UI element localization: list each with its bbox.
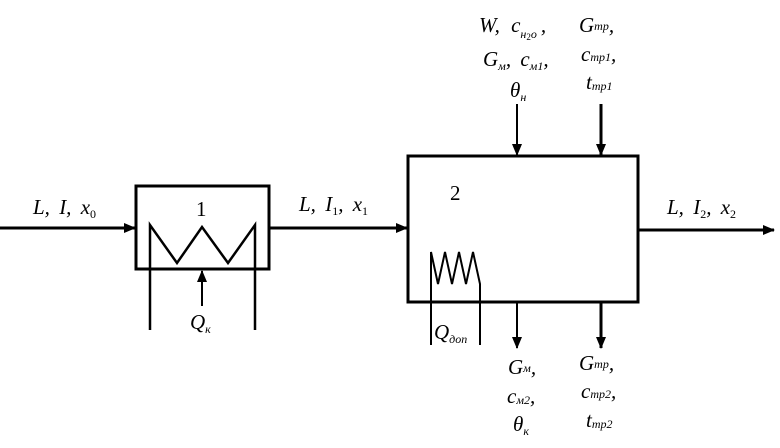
transport-out-line1: Gтр, — [579, 351, 614, 375]
transport-in-t-sub: тр1 — [592, 79, 613, 93]
transport-out-t-sub: тр2 — [592, 417, 613, 431]
transport-out-G: G — [579, 351, 594, 375]
material-in-G-comma: , — [506, 47, 511, 71]
inlet-x: x — [80, 195, 91, 219]
outlet-x: x — [720, 195, 731, 219]
transport-in-c-comma: , — [611, 42, 616, 66]
transport-out-t: t — [586, 408, 593, 432]
transport-in-c-sub: тр1 — [590, 50, 611, 64]
material-in-c-sub: н — [520, 27, 526, 41]
transport-in-t: t — [586, 70, 593, 94]
heater-heat-label: Qк — [190, 310, 211, 336]
transport-out-c-comma: , — [611, 379, 616, 403]
material-in-theta-sub: н — [520, 90, 526, 104]
material-in-line3: θн — [510, 78, 526, 104]
transport-out-line3: tтр2 — [586, 408, 613, 432]
extra-heat-main: Q — [434, 320, 449, 344]
mid-comma: , — [338, 192, 343, 216]
mid-I-sub: 1 — [332, 204, 338, 218]
outlet-comma: , — [706, 195, 711, 219]
material-out-line2: cм2, — [507, 384, 535, 408]
transport-out-G-sub: тр — [594, 357, 609, 371]
transport-in-G: G — [579, 13, 594, 37]
outlet-I: I — [692, 195, 701, 219]
heater-number: 1 — [196, 197, 207, 221]
material-in-G-sub: м — [497, 59, 506, 73]
material-in-theta: θ — [510, 78, 520, 102]
material-in-cm-sub: м1 — [529, 59, 544, 73]
material-in-c-tail: , — [541, 13, 546, 37]
dryer-number: 2 — [450, 181, 461, 205]
mid-x: x — [352, 192, 363, 216]
outlet-L: L, — [666, 195, 684, 219]
inlet-label: L, I, x0 — [32, 195, 96, 221]
material-in-G: G — [483, 47, 498, 71]
inlet-I: I, — [58, 195, 71, 219]
extra-heat-sub: доп — [449, 332, 467, 346]
material-in-line2: Gм, cм1, — [483, 47, 549, 73]
transport-in-line1: Gтр, — [579, 13, 614, 37]
transport-in-c: c — [581, 42, 591, 66]
transport-out-c-sub: тр2 — [590, 387, 611, 401]
transport-out-G-comma: , — [609, 351, 614, 375]
material-out-theta-sub: к — [523, 424, 529, 438]
material-in-W: W, — [479, 13, 500, 37]
material-in-c-sub2: 2 — [526, 32, 531, 42]
material-in-c-sub3: о — [531, 27, 537, 41]
dryer-box — [406, 154, 640, 304]
inlet-L: L, — [32, 195, 50, 219]
mid-stream-label: L, I1, x1 — [298, 192, 368, 218]
material-out-G: G — [508, 355, 523, 379]
mid-L: L, — [298, 192, 316, 216]
inlet-x-sub: 0 — [90, 207, 96, 221]
material-out-G-comma: , — [531, 355, 536, 379]
outlet-I-sub: 2 — [700, 207, 706, 221]
material-in-cm: c — [520, 47, 530, 71]
transport-out-line2: cтр2, — [581, 379, 616, 403]
transport-in-G-sub: тр — [594, 19, 609, 33]
heater-heat-sub: к — [205, 322, 211, 336]
outlet-x-sub: 2 — [730, 207, 736, 221]
material-in-c: c — [511, 13, 521, 37]
material-out-c: c — [507, 384, 517, 408]
outlet-label: L, I2, x2 — [666, 195, 736, 221]
material-out-c-comma: , — [530, 384, 535, 408]
material-out-line3: θк — [513, 412, 529, 438]
mid-x-sub: 1 — [362, 204, 368, 218]
transport-in-line3: tтр1 — [586, 70, 613, 94]
material-out-c-sub: м2 — [515, 393, 530, 407]
material-out-G-sub: м — [522, 361, 531, 375]
transport-out-c: c — [581, 379, 591, 403]
material-in-line1: W, cн2о, — [479, 13, 546, 42]
transport-in-G-comma: , — [609, 13, 614, 37]
material-in-cm-comma: , — [543, 47, 548, 71]
material-out-theta: θ — [513, 412, 523, 436]
heater-heat-main: Q — [190, 310, 205, 334]
heater-coil-icon — [148, 221, 257, 330]
mid-I: I — [324, 192, 333, 216]
dryer-coil-icon — [430, 251, 481, 345]
transport-in-line2: cтр1, — [581, 42, 616, 66]
extra-heat-label: Qдоп — [434, 320, 467, 346]
material-out-line1: Gм, — [508, 355, 536, 379]
